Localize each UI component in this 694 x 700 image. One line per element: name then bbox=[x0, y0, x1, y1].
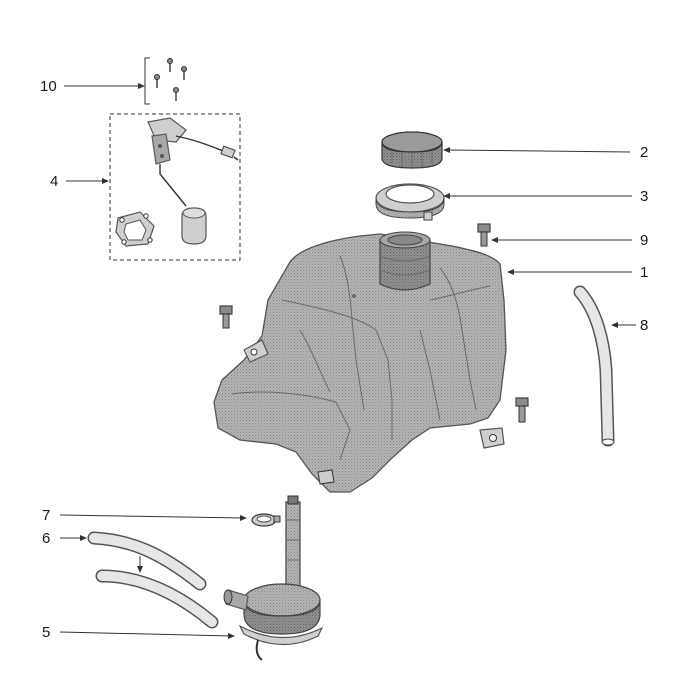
screw bbox=[181, 66, 187, 80]
callout-labels: 10 4 2 3 9 1 8 7 6 5 bbox=[40, 78, 648, 641]
callout-10: 10 bbox=[40, 78, 57, 95]
callout-8: 8 bbox=[640, 317, 648, 334]
vent-hose bbox=[573, 285, 615, 447]
screw bbox=[173, 87, 179, 101]
callout-6: 6 bbox=[42, 530, 50, 547]
callout-1: 1 bbox=[640, 264, 648, 281]
fuel-valve bbox=[223, 495, 324, 661]
callout-4: 4 bbox=[50, 173, 58, 190]
tank-bolt-upper bbox=[477, 223, 491, 247]
callout-9: 9 bbox=[640, 232, 648, 249]
fuel-hose-lower bbox=[95, 569, 219, 629]
tank-bolt-left bbox=[219, 305, 233, 329]
fuel-tank bbox=[213, 231, 507, 493]
fuel-sender-group bbox=[109, 113, 241, 261]
fuel-hose-upper bbox=[87, 531, 207, 591]
fuel-cap bbox=[381, 131, 443, 169]
screw-set bbox=[144, 57, 187, 105]
callout-7: 7 bbox=[42, 507, 50, 524]
tank-bolt-right bbox=[515, 397, 529, 423]
hose-clamp bbox=[251, 513, 281, 527]
cap-ring bbox=[375, 183, 445, 221]
hose-link-arrow bbox=[137, 556, 143, 573]
leader-lines bbox=[59, 83, 636, 639]
screw bbox=[167, 58, 173, 72]
callout-3: 3 bbox=[640, 188, 648, 205]
screw bbox=[154, 74, 160, 88]
callout-2: 2 bbox=[640, 144, 648, 161]
callout-5: 5 bbox=[42, 624, 50, 641]
